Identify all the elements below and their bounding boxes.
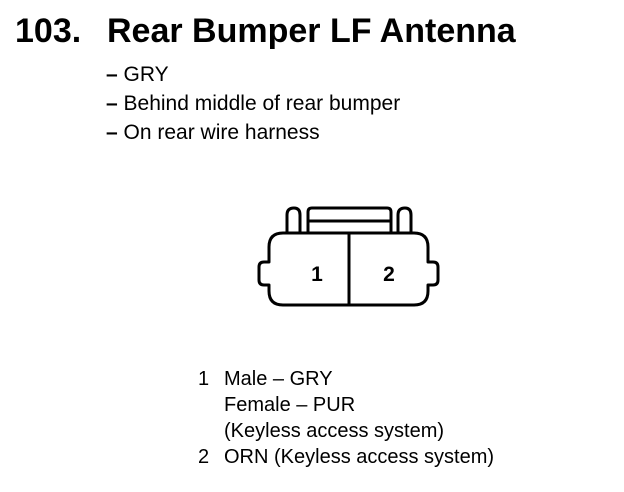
component-details: – GRY – Behind middle of rear bumper – O… [106, 60, 400, 147]
component-name: Rear Bumper LF Antenna [107, 12, 516, 50]
detail-harness: – On rear wire harness [106, 121, 320, 144]
page-title: 103. Rear Bumper LF Antenna [15, 9, 516, 53]
dash-glyph: – [106, 121, 118, 144]
pin-number: 2 [198, 446, 210, 468]
component-number: 103. [15, 12, 82, 50]
connector-body [257, 231, 440, 307]
latch-tab-left [285, 206, 302, 233]
pin-label-2: 2 [383, 263, 395, 286]
pin-number: 1 [198, 368, 210, 390]
dash-glyph: – [106, 92, 118, 115]
dash-glyph: – [106, 63, 118, 86]
pin-label-1: 1 [311, 263, 323, 286]
pinout-list: 1 Male – GRY Female – PUR (Keyless acces… [198, 366, 494, 470]
pinout-row: 1 Male – GRY Female – PUR (Keyless acces… [198, 366, 494, 444]
lock-bar [306, 206, 393, 233]
detail-location: – Behind middle of rear bumper [106, 92, 401, 115]
detail-color: – GRY [106, 63, 169, 86]
latch-tab-right [396, 206, 413, 233]
pinout-row: 2 ORN (Keyless access system) [198, 444, 494, 470]
pin-description: Male – GRY Female – PUR (Keyless access … [224, 368, 445, 442]
pin-description: ORN (Keyless access system) [224, 446, 495, 468]
